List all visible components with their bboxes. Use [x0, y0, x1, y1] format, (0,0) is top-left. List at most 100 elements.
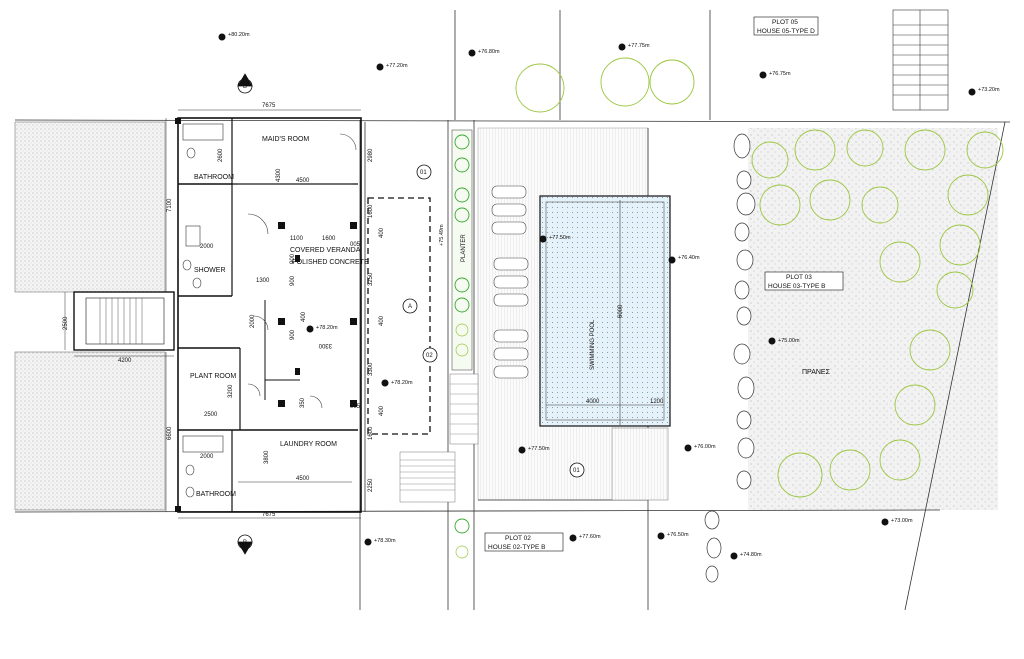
plot-label-03: PLOT 03 HOUSE 03-TYPE B — [764, 271, 844, 291]
marker-sec-top: B — [243, 84, 247, 90]
level-18: +74.80m — [740, 552, 762, 558]
dim-3200: 3200 — [228, 384, 234, 398]
marker-sec-bottom: B — [243, 540, 247, 546]
plot-05-house: HOUSE 05-TYPE D — [757, 28, 815, 35]
dim-4300: 4300 — [276, 168, 282, 182]
dim-pool-6000: 6000 — [618, 304, 624, 318]
dim-1100: 1100 — [290, 236, 304, 242]
room-label-bathroom-bottom: BATHROOM — [196, 491, 236, 498]
dim-left-2500: 2500 — [63, 316, 69, 330]
planter-strip — [451, 129, 473, 559]
dim-left-7100: 7100 — [167, 198, 173, 212]
dim-left-6600: 6600 — [167, 426, 173, 440]
dim-3300: 3300 — [318, 342, 332, 348]
level-19: +73.00m — [891, 518, 913, 524]
dim-4500-top: 4500 — [296, 178, 310, 184]
marker-01b: 01 — [573, 468, 580, 474]
plot-03-title: PLOT 03 — [786, 274, 812, 281]
dim-2000a: 2000 — [200, 244, 214, 250]
dim-pool-1200: 1200 — [650, 399, 664, 405]
dim-1300: 1300 — [256, 278, 270, 284]
dim-1600b: 1600 — [322, 236, 336, 242]
room-label-bathroom-top: BATHROOM — [194, 174, 234, 181]
dim-3250: 3250 — [368, 272, 374, 286]
columns — [175, 118, 357, 512]
marker-sec-a: A — [408, 304, 412, 310]
level-17: +76.50m — [667, 532, 689, 538]
plot-03-house: HOUSE 03-TYPE B — [768, 283, 825, 290]
room-label-slopes: ΠΡΑΝΕΣ — [802, 369, 831, 376]
plot-02-house: HOUSE 02-TYPE B — [488, 544, 545, 551]
site-ground — [14, 121, 998, 511]
dim-2000c: 2000 — [200, 454, 214, 460]
boulder-edge — [704, 133, 756, 583]
veranda-roof-outline — [367, 197, 431, 435]
level-4: +77.75m — [628, 43, 650, 49]
dim-350: 350 — [300, 397, 306, 408]
dim-2250: 2250 — [368, 478, 374, 492]
dim-400a: 400 — [379, 227, 385, 238]
level-15: +78.30m — [374, 538, 396, 544]
room-label-laundry: LAUNDRY ROOM — [280, 441, 337, 448]
room-label-shower: SHOWER — [194, 267, 226, 274]
stair-left — [99, 298, 143, 344]
plot-label-02: PLOT 02 HOUSE 02-TYPE B — [484, 532, 564, 552]
dim-top-7675: 7675 — [262, 103, 276, 109]
dim-bottom-7675: 7675 — [262, 512, 276, 518]
room-label-veranda-2: POLISHED CONCRETE — [292, 259, 369, 266]
dim-1600c: 1600 — [368, 426, 374, 440]
dim-2000b: 2000 — [250, 314, 256, 328]
dim-3800: 3800 — [264, 450, 270, 464]
section-markers — [237, 73, 585, 555]
level-2: +77.20m — [386, 63, 408, 69]
level-12: +75.00m — [778, 338, 800, 344]
level-marker-symbols — [218, 33, 976, 560]
dim-2600: 2600 — [218, 148, 224, 162]
door-swings — [247, 133, 357, 409]
dim-900a: 900 — [290, 253, 296, 264]
level-8: +76.40m — [678, 255, 700, 261]
dim-900b: 900 — [290, 275, 296, 286]
level-1: +80.20m — [228, 32, 250, 38]
dim-pool-4000: 4000 — [586, 399, 600, 405]
level-7: +77.50m — [549, 235, 571, 241]
dim-2500b: 2500 — [204, 412, 218, 418]
plot-label-05: PLOT 05 HOUSE 05-TYPE D — [753, 16, 819, 36]
dim-1600a: 1600 — [368, 204, 374, 218]
dim-4200: 4200 — [118, 358, 132, 364]
dim-005b: 005 — [350, 404, 361, 410]
level-10: +78.20m — [316, 325, 338, 331]
level-9: +75.49m — [439, 224, 445, 246]
marker-01a: 01 — [420, 170, 427, 176]
plot-05-title: PLOT 05 — [772, 19, 798, 26]
dim-400d: 400 — [379, 405, 385, 416]
marker-02: 02 — [426, 353, 433, 359]
level-16: +77.60m — [579, 534, 601, 540]
dim-400b: 400 — [301, 311, 307, 322]
level-6: +73.20m — [978, 87, 1000, 93]
trees — [515, 57, 1004, 498]
level-13: +77.50m — [528, 446, 550, 452]
dim-900c: 900 — [290, 329, 296, 340]
swimming-pool — [539, 195, 671, 501]
dimension-lines — [64, 109, 664, 519]
dim-400c: 400 — [379, 315, 385, 326]
sanitary-fixtures — [182, 123, 224, 498]
level-11: +78.20m — [391, 380, 413, 386]
dim-3300b: 3300 — [368, 362, 374, 376]
room-label-plant: PLANT ROOM — [190, 373, 236, 380]
room-label-pool: SWIMMING POOL — [590, 319, 596, 370]
plot-02-title: PLOT 02 — [505, 535, 531, 542]
dim-005a: 005 — [350, 242, 361, 248]
level-5: +76.75m — [769, 71, 791, 77]
pool-steps — [399, 373, 479, 503]
room-label-planter: PLANTER — [461, 234, 467, 262]
room-label-veranda-1: COVERED VERANDA — [290, 247, 361, 254]
dim-2980: 2980 — [368, 148, 374, 162]
dim-4500-bottom: 4500 — [296, 476, 310, 482]
building-walls — [73, 117, 362, 513]
level-14: +76.00m — [694, 444, 716, 450]
room-label-maids: MAID'S ROOM — [262, 136, 309, 143]
external-stair — [892, 9, 949, 111]
